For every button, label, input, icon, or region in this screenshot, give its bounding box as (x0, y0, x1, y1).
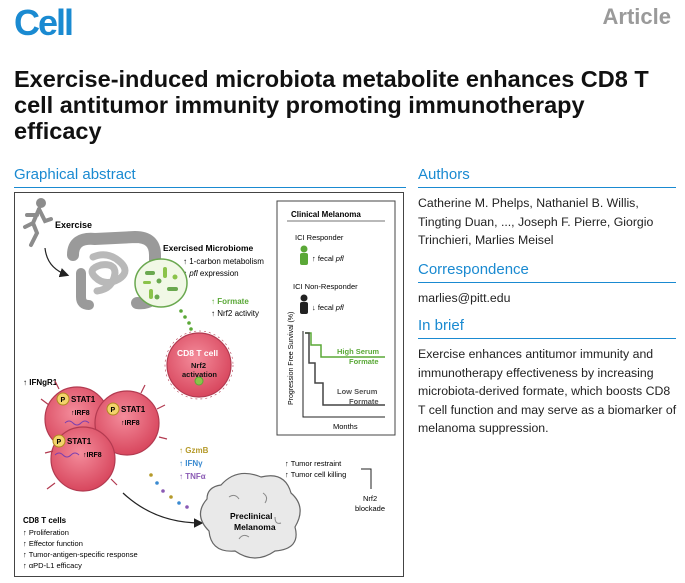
gzmb-label: ↑ GzmB (179, 446, 209, 455)
non-responder-label: ICI Non-Responder (293, 282, 358, 291)
microbiome-line1: ↑ 1-carbon metabolism (183, 257, 264, 266)
authors-section: Authors Catherine M. Phelps, Nathaniel B… (418, 166, 678, 250)
p-badge-3: P (52, 434, 66, 448)
cd8-cell-title: CD8 T cell (177, 348, 218, 358)
nrf2-blockade-line1: Nrf2 (363, 494, 377, 503)
article-title: Exercise-induced microbiota metabolite e… (14, 66, 649, 144)
graphical-abstract-figure: Exercise Exercised Microbiome ↑ 1-carbon… (14, 192, 404, 577)
correspondence-heading: Correspondence (418, 261, 529, 278)
stat1-label-2: STAT1 (121, 405, 146, 414)
ifngr1-label: ↑ IFNgR1 (23, 378, 58, 387)
stat1-label-1: STAT1 (71, 395, 96, 404)
svg-text:P: P (111, 407, 116, 414)
person-dark-icon (300, 294, 308, 314)
authors-text: Catherine M. Phelps, Nathaniel B. Willis… (418, 196, 654, 247)
exercise-arrow (44, 247, 70, 278)
survival-axes (302, 331, 385, 418)
p-badge-1: P (56, 392, 70, 406)
svg-text:P: P (57, 439, 62, 446)
cd8-list-title: CD8 T cells (23, 516, 67, 525)
in-brief-text: Exercise enhances antitumor immunity and… (418, 347, 677, 435)
dna-icon (54, 452, 80, 458)
graphical-abstract-heading: Graphical abstract (14, 166, 136, 183)
melanoma-line1: Preclinical (230, 511, 273, 521)
correspondence-rule (418, 282, 676, 283)
low-formate-line2: Formate (349, 397, 379, 406)
cd8-list-item-3: ↑ Tumor-antigen-specific response (23, 550, 138, 559)
irf8-label-3: ↑IRF8 (83, 452, 102, 459)
authors-heading: Authors (418, 166, 470, 183)
survival-y-axis-label: Progression Free Survival (%) (288, 312, 295, 405)
responder-label: ICI Responder (295, 233, 344, 242)
blockade-bracket (361, 468, 372, 489)
authors-rule (418, 187, 676, 188)
high-formate-line1: High Serum (337, 347, 379, 356)
nrf2-activity-label: ↑ Nrf2 activity (211, 309, 259, 318)
in-brief-heading: In brief (418, 317, 464, 334)
irf8-label-1: ↑IRF8 (71, 410, 90, 417)
ifng-label: ↑ IFNγ (179, 459, 203, 468)
cd8-t-cell-nrf2 (164, 330, 234, 400)
cd8-cell-line1: Nrf2 (191, 361, 206, 370)
nrf2-blockade-line2: blockade (355, 504, 385, 513)
low-formate-line1: Low Serum (337, 387, 378, 396)
person-green-icon (300, 245, 308, 265)
exercise-label: Exercise (55, 220, 92, 230)
graphical-abstract-svg: Exercise Exercised Microbiome ↑ 1-carbon… (23, 198, 396, 570)
in-brief-rule (418, 338, 676, 339)
microbiome-line2: ↑ pfl expression (183, 269, 239, 278)
survival-curve-high (305, 332, 385, 358)
survival-x-axis-label: Months (333, 422, 358, 431)
p-badge-2: P (106, 402, 120, 416)
clinical-panel (276, 200, 396, 436)
microbiome-title: Exercised Microbiome (163, 243, 254, 253)
graphical-abstract-rule (14, 187, 406, 188)
melanoma-texture (228, 492, 282, 540)
tumor-attack-arrow (122, 492, 204, 528)
cytokine-dots (149, 473, 189, 509)
melanoma-tumor-icon (199, 472, 301, 559)
non-responder-fecal: ↓ fecal pfl (312, 303, 344, 312)
high-formate-line2: Formate (349, 357, 379, 366)
tumor-effect-1: ↑ Tumor restraint (285, 459, 342, 468)
responder-fecal: ↑ fecal pfl (312, 254, 344, 263)
dna-icon (64, 420, 90, 426)
survival-curve-low (305, 332, 385, 406)
cd8-list-item-2: ↑ Effector function (23, 539, 83, 548)
svg-text:P: P (61, 397, 66, 404)
irf8-label-2: ↑IRF8 (121, 420, 140, 427)
stat1-label-3: STAT1 (67, 437, 92, 446)
journal-logo: Cell (14, 2, 74, 43)
melanoma-line2: Melanoma (234, 522, 276, 532)
microbiome-dish-icon (134, 258, 188, 308)
formate-dots (179, 309, 195, 337)
in-brief-section: In brief Exercise enhances antitumor imm… (418, 317, 678, 438)
correspondence-section: Correspondence marlies@pitt.edu (418, 261, 678, 308)
cd8-list-item-4: ↑ αPD-L1 efficacy (23, 561, 82, 570)
article-type-label: Article (602, 4, 671, 29)
clinical-title: Clinical Melanoma (291, 210, 361, 219)
formate-label: ↑ Formate (211, 297, 249, 306)
correspondence-email[interactable]: marlies@pitt.edu (418, 291, 511, 305)
cd8-cell-line2: activation (182, 370, 217, 379)
cd8-list-item-1: ↑ Proliferation (23, 528, 69, 537)
tnfa-label: ↑ TNFα (179, 472, 206, 481)
runner-icon (23, 198, 53, 247)
tumor-effect-2: ↑ Tumor cell killing (285, 470, 346, 479)
